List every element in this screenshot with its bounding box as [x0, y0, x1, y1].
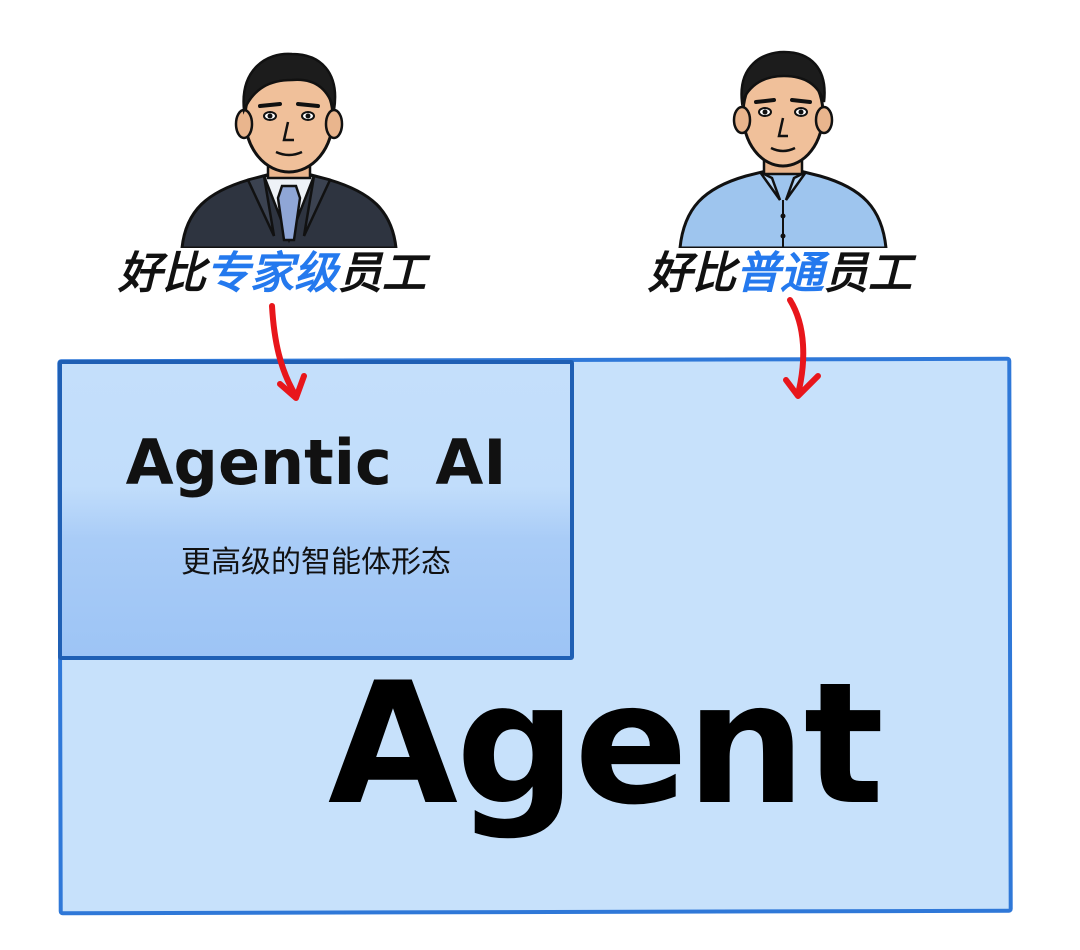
- agentic-ai-title: Agentic AI: [125, 426, 507, 499]
- label-highlight: 专家级: [206, 248, 338, 299]
- label-prefix: 好比: [648, 248, 736, 299]
- red-curved-arrow-icon: [783, 297, 821, 399]
- agentic-ai-subtitle: 更高级的智能体形态: [181, 545, 451, 580]
- label-suffix: 员工: [824, 248, 912, 299]
- label-prefix: 好比: [118, 248, 206, 299]
- label-highlight: 普通: [736, 248, 824, 299]
- agentic-ai-box: [58, 360, 574, 660]
- ordinary-employee-illustration: [678, 50, 888, 248]
- ordinary-employee-label: 好比普通员工: [648, 252, 912, 296]
- red-curved-arrow-icon: [269, 303, 307, 401]
- expert-employee-illustration: [180, 52, 398, 248]
- label-suffix: 员工: [338, 248, 426, 299]
- agent-title: Agent: [327, 646, 884, 842]
- expert-employee-label: 好比专家级员工: [118, 252, 426, 296]
